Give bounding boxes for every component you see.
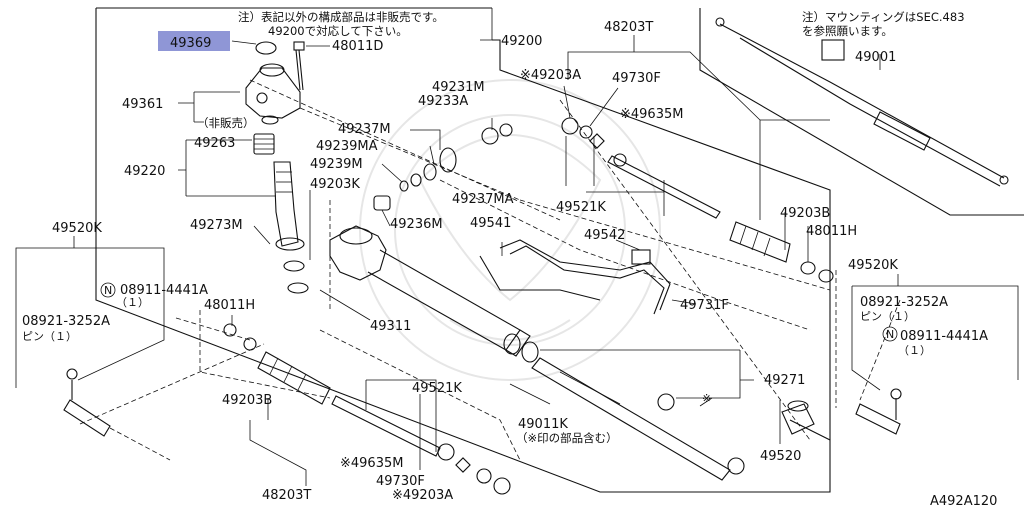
label-49521K-bottom[interactable]: 49521K <box>412 381 462 396</box>
label-49233A[interactable]: 49233A <box>418 94 468 109</box>
note-top-center-1: 注）表記以外の構成部品は非販売です。 <box>238 10 444 24</box>
seal-49231M[interactable] <box>481 123 513 145</box>
label-48203T-top[interactable]: 48203T <box>604 20 653 35</box>
label-49203A-bottom[interactable]: ※49203A <box>392 488 453 503</box>
valve-49236M[interactable] <box>373 195 391 227</box>
n-marker-right: N <box>882 326 898 342</box>
rack-bar-49271[interactable] <box>503 333 745 481</box>
note-top-right-2: を参照願います。 <box>802 24 893 38</box>
bolt-48011D[interactable] <box>293 41 305 91</box>
ring-49273M-2[interactable] <box>287 282 309 294</box>
label-49271[interactable]: 49271 <box>764 373 805 388</box>
mount-bushing-49520[interactable] <box>781 400 815 435</box>
label-49635M-bottom[interactable]: ※49635M <box>340 456 403 471</box>
outer-tie-rod-left[interactable] <box>63 368 111 437</box>
outer-tie-rod-right[interactable] <box>855 388 902 435</box>
label-48011D[interactable]: 48011D <box>332 39 383 54</box>
marker-asterisk: ※ <box>702 392 711 405</box>
label-49263[interactable]: 49263 <box>194 136 235 151</box>
label-49203K[interactable]: 49203K <box>310 177 360 192</box>
rack-assembly-49001[interactable] <box>715 17 1009 187</box>
n-marker-left: N <box>100 282 116 298</box>
label-49521K-top[interactable]: 49521K <box>556 200 606 215</box>
ring-49273M[interactable] <box>283 260 305 272</box>
label-49203B-left[interactable]: 49203B <box>222 393 272 408</box>
note-includes-marked: （※印の部品含む） <box>516 431 618 445</box>
label-49200[interactable]: 49200 <box>501 34 542 49</box>
label-49203B-right[interactable]: 49203B <box>780 206 830 221</box>
assembly-outline <box>95 7 1024 493</box>
label-49273M[interactable]: 49273M <box>190 218 243 233</box>
label-49220[interactable]: 49220 <box>124 164 165 179</box>
label-49520K-left[interactable]: 49520K <box>52 221 102 236</box>
leader-lines <box>15 35 1019 486</box>
highlight-49369 <box>158 31 230 51</box>
label-08911-left[interactable]: 08911-4441A <box>120 283 208 298</box>
label-08911-left-qty: （１） <box>116 296 149 309</box>
note-top-right-1: 注）マウンティングはSEC.483 <box>802 10 965 24</box>
diagram-id: A492A120 <box>930 494 997 509</box>
label-08911-right-qty: （１） <box>898 344 931 357</box>
label-49731F[interactable]: 49731F <box>680 298 729 313</box>
label-49730F-bottom[interactable]: 49730F <box>376 474 425 489</box>
label-49001[interactable]: 49001 <box>855 50 896 65</box>
label-49237M[interactable]: 49237M <box>338 122 391 137</box>
ring-49263[interactable] <box>253 133 275 155</box>
svg-text:N: N <box>104 284 112 297</box>
label-49541[interactable]: 49541 <box>470 216 511 231</box>
label-49730F-top[interactable]: 49730F <box>612 71 661 86</box>
pinion-housing-49361[interactable] <box>245 41 301 125</box>
label-49369[interactable]: 49369 <box>170 36 211 51</box>
label-49311[interactable]: 49311 <box>370 319 411 334</box>
label-48011H-left[interactable]: 48011H <box>204 298 255 313</box>
note-top-center-2: 49200で対応して下さい。 <box>268 24 408 38</box>
boot-left-49203B[interactable] <box>223 323 331 405</box>
svg-text:N: N <box>886 328 894 341</box>
label-48203T-bottom[interactable]: 48203T <box>262 488 311 503</box>
label-08921-left-pin: ピン（１） <box>22 330 77 343</box>
label-49361[interactable]: 49361 <box>122 97 163 112</box>
label-49011K[interactable]: 49011K <box>518 417 568 432</box>
boot-right-49203B[interactable] <box>729 221 834 283</box>
label-48011H-right[interactable]: 48011H <box>806 224 857 239</box>
inner-tie-rod-left[interactable] <box>331 395 511 495</box>
seals-49237M[interactable] <box>399 147 457 192</box>
note-not-sold: （非販売） <box>197 116 255 130</box>
label-08921-left[interactable]: 08921-3252A <box>22 314 110 329</box>
hydraulic-line-49542[interactable] <box>479 239 671 315</box>
label-49635M-top[interactable]: ※49635M <box>620 107 683 122</box>
label-08911-right[interactable]: 08911-4441A <box>900 329 988 344</box>
rack-housing-49311[interactable] <box>329 225 531 357</box>
label-49239MA[interactable]: 49239MA <box>316 139 378 154</box>
label-49231M[interactable]: 49231M <box>432 80 485 95</box>
label-08921-right-pin: ピン（１） <box>860 310 915 323</box>
label-49239M[interactable]: 49239M <box>310 157 363 172</box>
label-49236M[interactable]: 49236M <box>390 217 443 232</box>
label-49520[interactable]: 49520 <box>760 449 801 464</box>
label-49520K-right[interactable]: 49520K <box>848 258 898 273</box>
label-49203A-top[interactable]: ※49203A <box>520 68 581 83</box>
label-49237MA[interactable]: 49237MA <box>452 192 514 207</box>
label-49542[interactable]: 49542 <box>584 228 625 243</box>
label-08921-right[interactable]: 08921-3252A <box>860 295 948 310</box>
pinion-shaft-49220[interactable] <box>273 161 305 251</box>
